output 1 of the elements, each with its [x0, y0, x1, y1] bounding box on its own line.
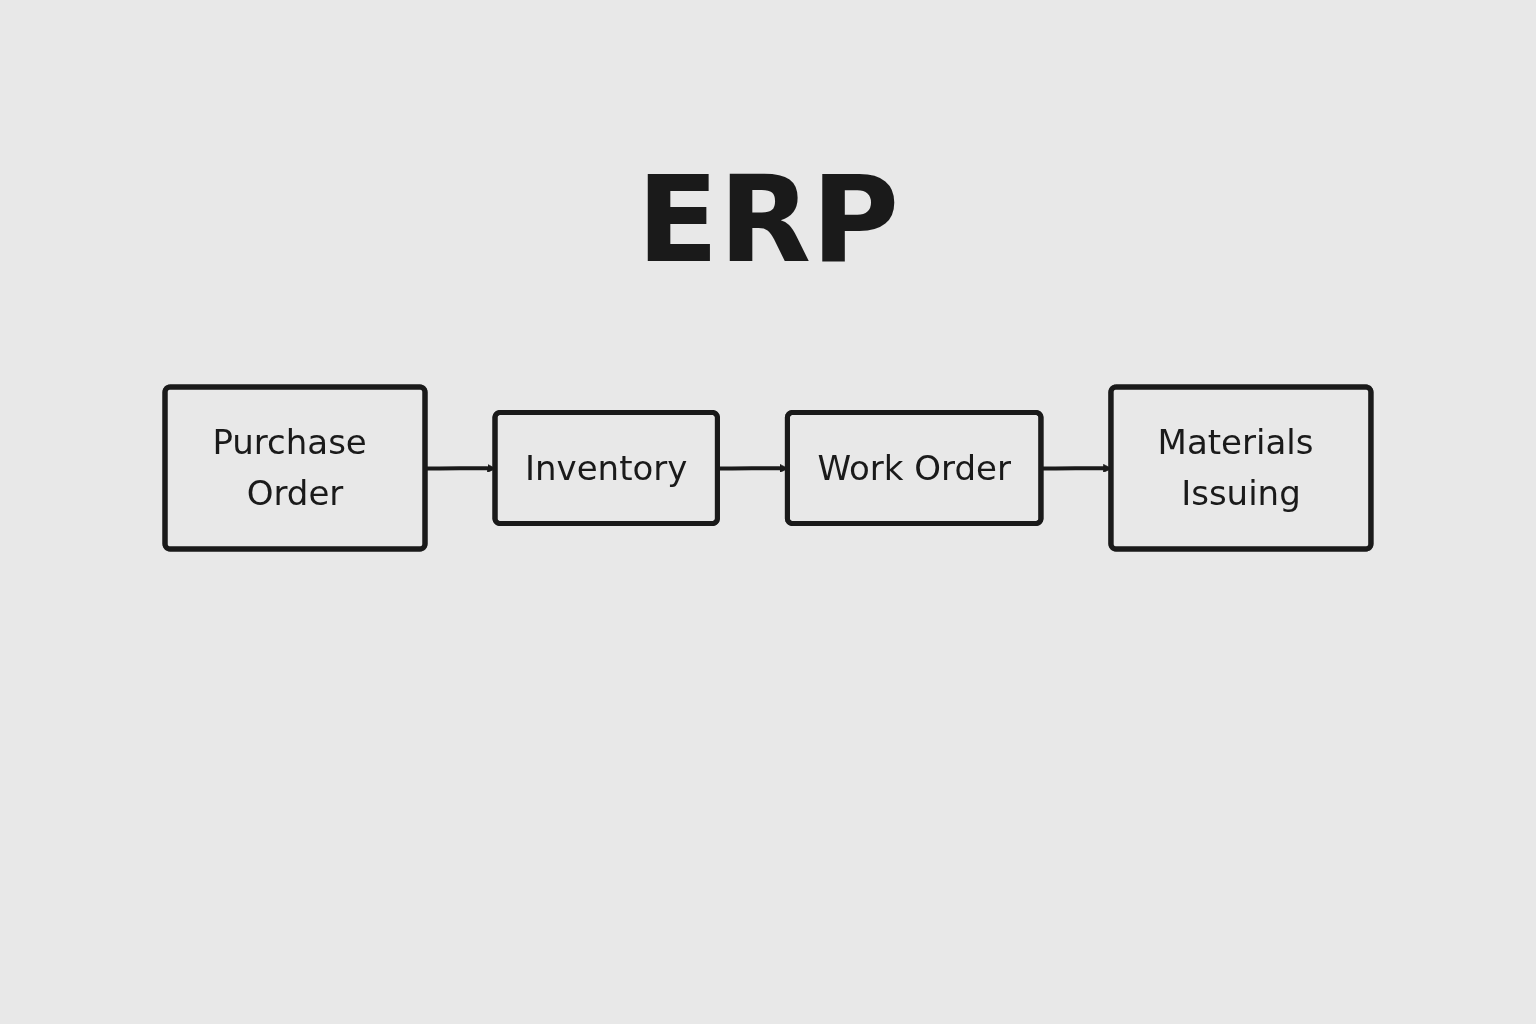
diagram-title: ERP — [636, 150, 900, 289]
